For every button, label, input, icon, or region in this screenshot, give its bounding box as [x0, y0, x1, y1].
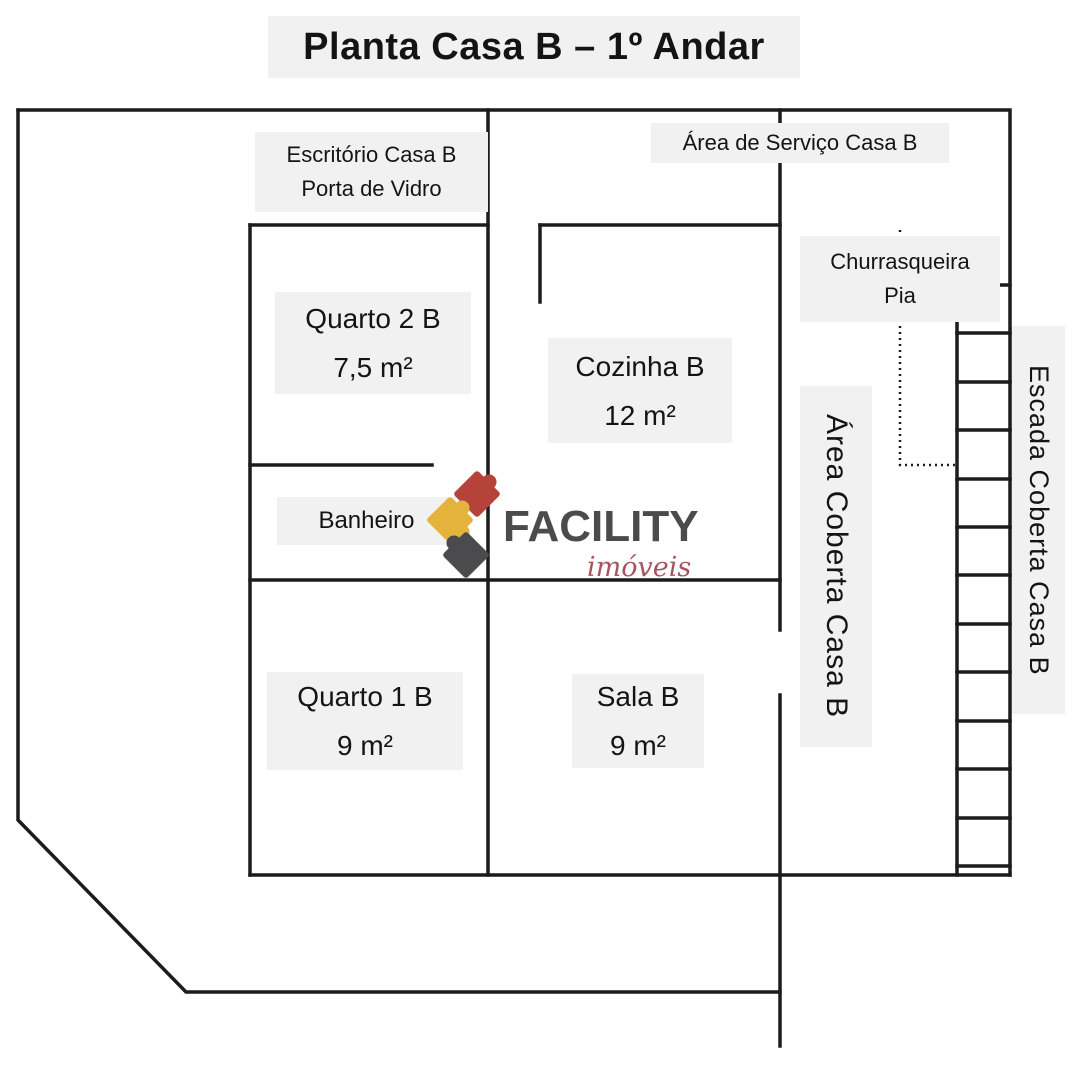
label-area-servico: Área de Serviço Casa B — [651, 123, 949, 163]
label-churrasqueira: Churrasqueira Pia — [800, 236, 1000, 322]
room-label-quarto-1: Quarto 1 B 9 m² — [267, 672, 463, 770]
logo-tagline-text: imóveis — [587, 552, 692, 583]
label-escada-coberta: Escada Coberta Casa B — [1012, 326, 1065, 714]
label-churrasqueira-line2: Pia — [884, 283, 916, 308]
room-quarto-1-area: 9 m² — [337, 730, 393, 761]
room-sala-name: Sala B — [596, 681, 680, 712]
room-quarto-1-name: Quarto 1 B — [297, 681, 433, 712]
room-label-sala: Sala B 9 m² — [572, 674, 704, 768]
room-label-quarto-2: Quarto 2 B 7,5 m² — [275, 292, 471, 394]
room-label-cozinha: Cozinha B 12 m² — [548, 338, 732, 443]
room-cozinha-name: Cozinha B — [575, 350, 705, 382]
label-escritorio-line2: Porta de Vidro — [301, 176, 442, 201]
facility-puzzle-icon — [427, 471, 500, 578]
room-quarto-2-name: Quarto 2 B — [305, 303, 441, 334]
label-escritorio-line1: Escritório Casa B — [286, 141, 457, 167]
room-sala-area: 9 m² — [610, 730, 666, 761]
label-churrasqueira-line1: Churrasqueira — [830, 248, 970, 274]
label-area-coberta: Área Coberta Casa B — [800, 386, 872, 747]
room-cozinha-area: 12 m² — [604, 399, 676, 431]
room-quarto-2-area: 7,5 m² — [333, 352, 413, 383]
logo-brand-text: FACILITY — [503, 502, 699, 551]
plan-title: Planta Casa B – 1º Andar — [268, 16, 800, 78]
room-label-banheiro: Banheiro — [277, 497, 456, 545]
label-escritorio: Escritório Casa B Porta de Vidro — [255, 132, 488, 212]
facility-logo: FACILITY imóveis — [415, 462, 715, 612]
